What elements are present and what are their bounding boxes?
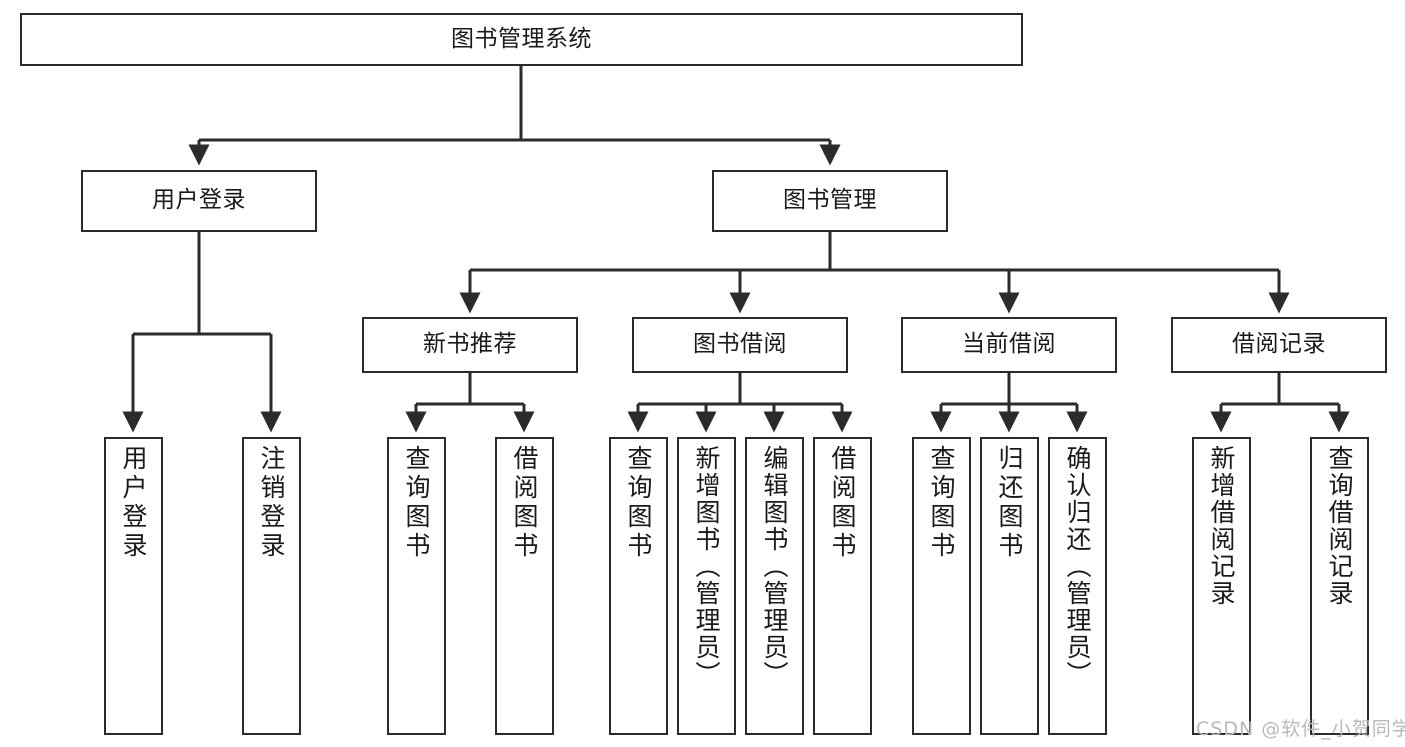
node-borrow-record-label: 借阅记录 [1232,331,1326,358]
node-leaf-current-query-book-label: 查询图书 [927,445,956,561]
node-leaf-query-borrow-record-label: 查询借阅记录 [1325,445,1354,607]
node-leaf-borrow-query-book[interactable]: 查询图书 [609,437,668,735]
node-leaf-add-book-admin-label: 新增图书（管理员） [692,445,721,688]
node-new-book-recommend[interactable]: 新书推荐 [362,317,578,373]
node-book-manage[interactable]: 图书管理 [712,170,948,232]
node-leaf-add-book-admin[interactable]: 新增图书（管理员） [677,437,736,735]
node-leaf-borrow-borrow-book[interactable]: 借阅图书 [813,437,872,735]
node-leaf-confirm-return-admin[interactable]: 确认归还（管理员） [1048,437,1107,735]
node-leaf-recommend-borrow-book[interactable]: 借阅图书 [495,437,554,735]
node-leaf-query-borrow-record[interactable]: 查询借阅记录 [1310,437,1369,735]
node-root[interactable]: 图书管理系统 [20,13,1023,66]
node-leaf-add-borrow-record[interactable]: 新增借阅记录 [1192,437,1251,735]
node-current-borrow-label: 当前借阅 [962,331,1056,358]
node-book-borrow[interactable]: 图书借阅 [632,317,848,373]
node-user-login[interactable]: 用户登录 [81,170,317,232]
node-book-borrow-label: 图书借阅 [693,331,787,358]
node-leaf-borrow-borrow-book-label: 借阅图书 [828,445,857,561]
node-leaf-recommend-query-book[interactable]: 查询图书 [387,437,446,735]
node-borrow-record[interactable]: 借阅记录 [1171,317,1387,373]
node-current-borrow[interactable]: 当前借阅 [901,317,1117,373]
node-leaf-return-book[interactable]: 归还图书 [980,437,1039,735]
node-leaf-user-login[interactable]: 用户登录 [104,437,163,735]
node-leaf-borrow-query-book-label: 查询图书 [624,445,653,561]
node-leaf-confirm-return-admin-label: 确认归还（管理员） [1063,445,1092,688]
node-root-label: 图书管理系统 [451,25,592,52]
node-leaf-edit-book-admin[interactable]: 编辑图书（管理员） [745,437,804,735]
node-leaf-recommend-borrow-book-label: 借阅图书 [510,445,539,561]
node-leaf-logout[interactable]: 注销登录 [242,437,301,735]
node-leaf-return-book-label: 归还图书 [995,445,1024,561]
node-leaf-logout-label: 注销登录 [257,445,286,561]
node-leaf-user-login-label: 用户登录 [119,445,148,561]
node-leaf-current-query-book[interactable]: 查询图书 [912,437,971,735]
node-new-book-recommend-label: 新书推荐 [423,331,517,358]
node-book-manage-label: 图书管理 [783,187,877,214]
node-leaf-add-borrow-record-label: 新增借阅记录 [1207,445,1236,607]
node-user-login-label: 用户登录 [152,187,246,214]
node-leaf-edit-book-admin-label: 编辑图书（管理员） [760,445,789,688]
node-leaf-recommend-query-book-label: 查询图书 [402,445,431,561]
